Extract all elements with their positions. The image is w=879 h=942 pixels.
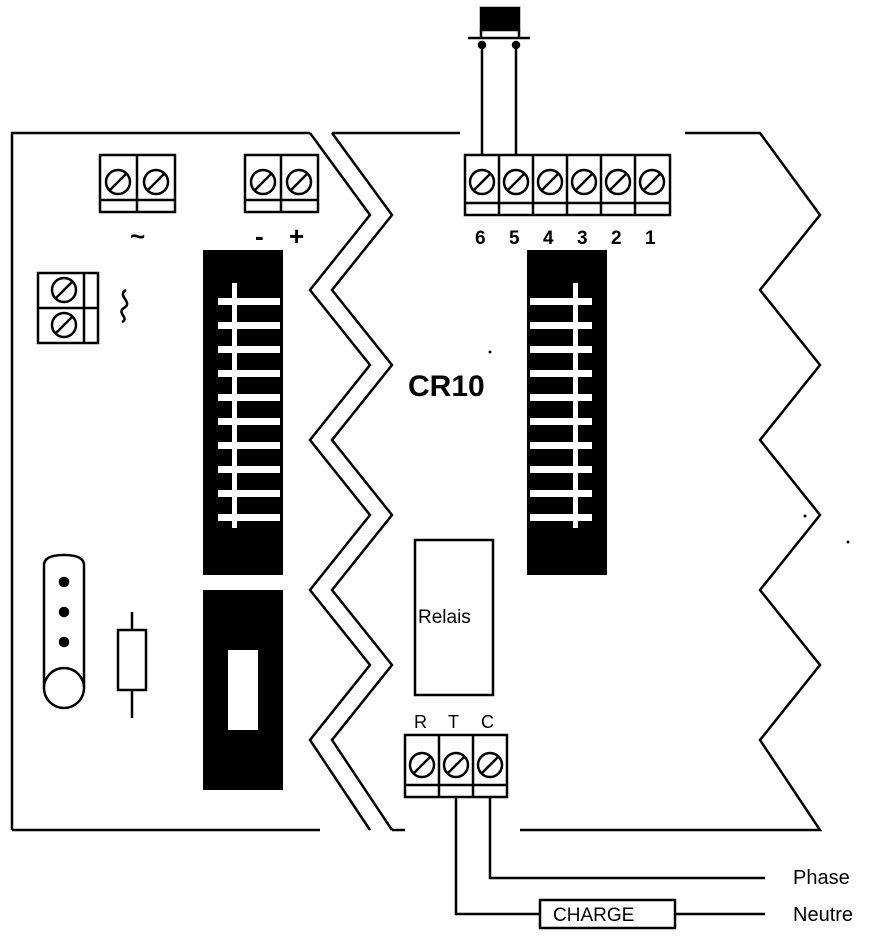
right-board: [520, 131, 823, 832]
terminal-3-label: 3: [577, 228, 588, 249]
push-button: [468, 6, 530, 155]
relay-terminal-r-label: R: [414, 712, 427, 732]
left-module: [203, 590, 283, 790]
model-label: CR10: [408, 370, 485, 403]
neutral-label: Neutre: [793, 904, 853, 926]
stray-dot: [803, 514, 807, 518]
side-ac-symbol: [120, 288, 129, 324]
six-terminal-block: [463, 153, 672, 217]
stray-dot: [846, 540, 850, 544]
relay-terminal-block: [403, 733, 509, 799]
resistor: [116, 612, 148, 718]
left-board: [10, 131, 320, 832]
terminal-5-label: 5: [509, 228, 520, 249]
terminal-4-label: 4: [543, 228, 554, 249]
side-terminal-block: [36, 271, 100, 345]
potentiometer: [42, 553, 86, 710]
terminal-1-label: 1: [645, 228, 656, 249]
terminal-6-label: 6: [475, 228, 486, 249]
plus-label: +: [289, 221, 304, 251]
minus-label: -: [255, 221, 264, 251]
load-box: [538, 898, 677, 930]
break-lines: [308, 131, 460, 832]
relay-terminal-t-label: T: [448, 712, 459, 732]
relay-box: [413, 538, 495, 697]
relay-terminal-c-label: C: [481, 712, 494, 732]
load-label: CHARGE: [553, 905, 634, 926]
phase-label: Phase: [793, 867, 850, 889]
ac-symbol-label: ~: [130, 221, 145, 251]
ac-terminal-block: [98, 153, 177, 214]
stray-dot: [488, 350, 492, 354]
output-wiring: [454, 797, 765, 916]
right-connector-strip: [527, 250, 607, 575]
left-connector-strip: [203, 250, 283, 575]
terminal-number-labels: 6 5 4 3 2 1: [475, 228, 656, 249]
terminal-2-label: 2: [611, 228, 622, 249]
dc-terminal-block: [243, 153, 320, 214]
relay-label: Relais: [418, 607, 471, 628]
